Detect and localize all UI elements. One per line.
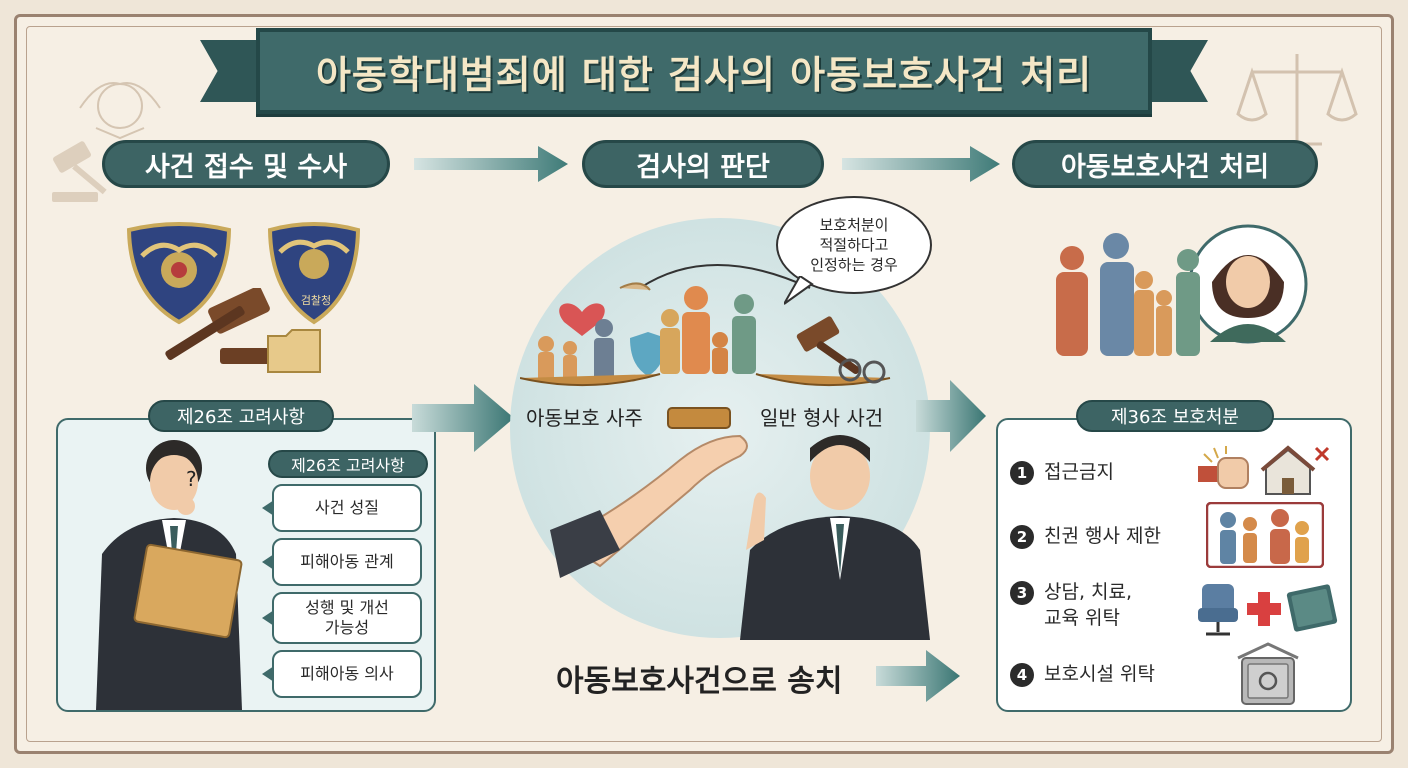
- flow-arrow-2-icon: [842, 146, 1000, 182]
- consideration-item: 사건 성질: [262, 484, 422, 532]
- step-child-protection-label: 아동보호사건 처리: [1060, 151, 1270, 183]
- disposition-item: 2 친권 행사 제한: [1010, 524, 1161, 550]
- family-counselor-illustration: [1056, 224, 1308, 356]
- scale-icon: [1236, 54, 1358, 146]
- folder-icon: [267, 329, 321, 373]
- consideration-item-label: 피해아동 관계: [300, 552, 394, 571]
- police-badge-icon: [126, 222, 232, 325]
- disposition-number: 1: [1010, 461, 1034, 485]
- medical-cross-icon: [1247, 592, 1281, 626]
- inner-frame: [26, 26, 1382, 742]
- shield-icon: [630, 332, 666, 376]
- send-arrow-icon: [876, 650, 960, 702]
- page-title: 아동학대범죄에 대한 검사의 아동보호사건 처리: [315, 52, 1093, 97]
- handcuffs-icon: [838, 358, 886, 384]
- emblem-watermark-icon: [79, 82, 161, 140]
- prosecutor-illustration: [550, 407, 930, 640]
- panel-to-center-arrow-icon: [412, 384, 514, 452]
- disposition-number: 3: [1010, 581, 1034, 605]
- counseling-icons: [1198, 584, 1338, 636]
- disposition-label: 접근금지: [1044, 461, 1114, 483]
- flow-arrow-1-icon: [414, 146, 568, 182]
- close-icon: [1314, 446, 1330, 462]
- step-case-intake-label: 사건 접수 및 수사: [144, 151, 348, 183]
- considerations-inner-tag: 제26조 고려사항: [268, 450, 428, 478]
- family-scale-illustration: [520, 264, 891, 387]
- disposition-label: 상담, 치료, 교육 위탁: [1044, 581, 1133, 629]
- house-icon: [1260, 445, 1316, 495]
- consideration-item-label: 성행 및 개선 가능성: [305, 598, 389, 637]
- investigator-illustration: ?: [96, 440, 243, 710]
- step-child-protection: 아동보호사건 처리: [1012, 140, 1318, 188]
- title-banner: 아동학대범죄에 대한 검사의 아동보호사건 처리: [256, 28, 1152, 114]
- center-to-panel-arrow-icon: [916, 380, 986, 452]
- disposition-number: 4: [1010, 663, 1034, 687]
- speech-bubble-text: 보호처분이 적절하다고 인정하는 경우: [810, 215, 898, 275]
- family-restriction-icon: [1206, 502, 1324, 568]
- armchair-icon: [1198, 584, 1238, 636]
- safe-icon: [1237, 642, 1299, 705]
- disposition-item: 4 보호시설 위탁: [1010, 662, 1155, 688]
- heart-icon: [559, 303, 605, 336]
- protective-disposition-tag-label: 제36조 보호처분: [1111, 407, 1239, 428]
- step-case-intake: 사건 접수 및 수사: [102, 140, 390, 188]
- step-prosecutor-judgment-label: 검사의 판단: [636, 151, 770, 183]
- criminal-case-label: 일반 형사 사건: [760, 406, 884, 430]
- gavel-watermark-icon: [52, 141, 107, 202]
- restraining-icons: [1198, 445, 1330, 495]
- child-protection-label: 아동보호 사주: [526, 406, 643, 430]
- disposition-number: 2: [1010, 525, 1034, 549]
- police-badge-icon: [267, 222, 361, 325]
- speech-bubble-tail: [784, 276, 814, 305]
- considerations-tag: 제26조 고려사항: [148, 400, 334, 432]
- book-icon: [1286, 584, 1338, 632]
- disposition-label: 보호시설 위탁: [1044, 663, 1155, 685]
- consideration-item: 피해아동 관계: [262, 538, 422, 586]
- disposition-item: 3 상담, 치료, 교육 위탁: [1010, 580, 1132, 631]
- considerations-inner-tag-label: 제26조 고려사항: [291, 456, 405, 475]
- disposition-label: 친권 행사 제한: [1044, 525, 1161, 547]
- badge-caption: 검찰청: [300, 294, 332, 307]
- step-prosecutor-judgment: 검사의 판단: [582, 140, 824, 188]
- gavel-icon: [796, 316, 840, 352]
- consideration-item: 피해아동 의사: [262, 650, 422, 698]
- consideration-item-label: 피해아동 의사: [300, 664, 394, 683]
- fist-icon: [1198, 446, 1249, 489]
- svg-text:?: ?: [186, 467, 197, 491]
- consideration-item: 성행 및 개선 가능성: [262, 592, 422, 644]
- protective-disposition-tag: 제36조 보호처분: [1076, 400, 1274, 432]
- send-to-child-protection: 아동보호사건으로 송치: [556, 664, 843, 699]
- considerations-tag-label: 제26조 고려사항: [177, 407, 305, 428]
- disposition-item: 1 접근금지: [1010, 460, 1114, 486]
- consideration-item-label: 사건 성질: [315, 498, 379, 517]
